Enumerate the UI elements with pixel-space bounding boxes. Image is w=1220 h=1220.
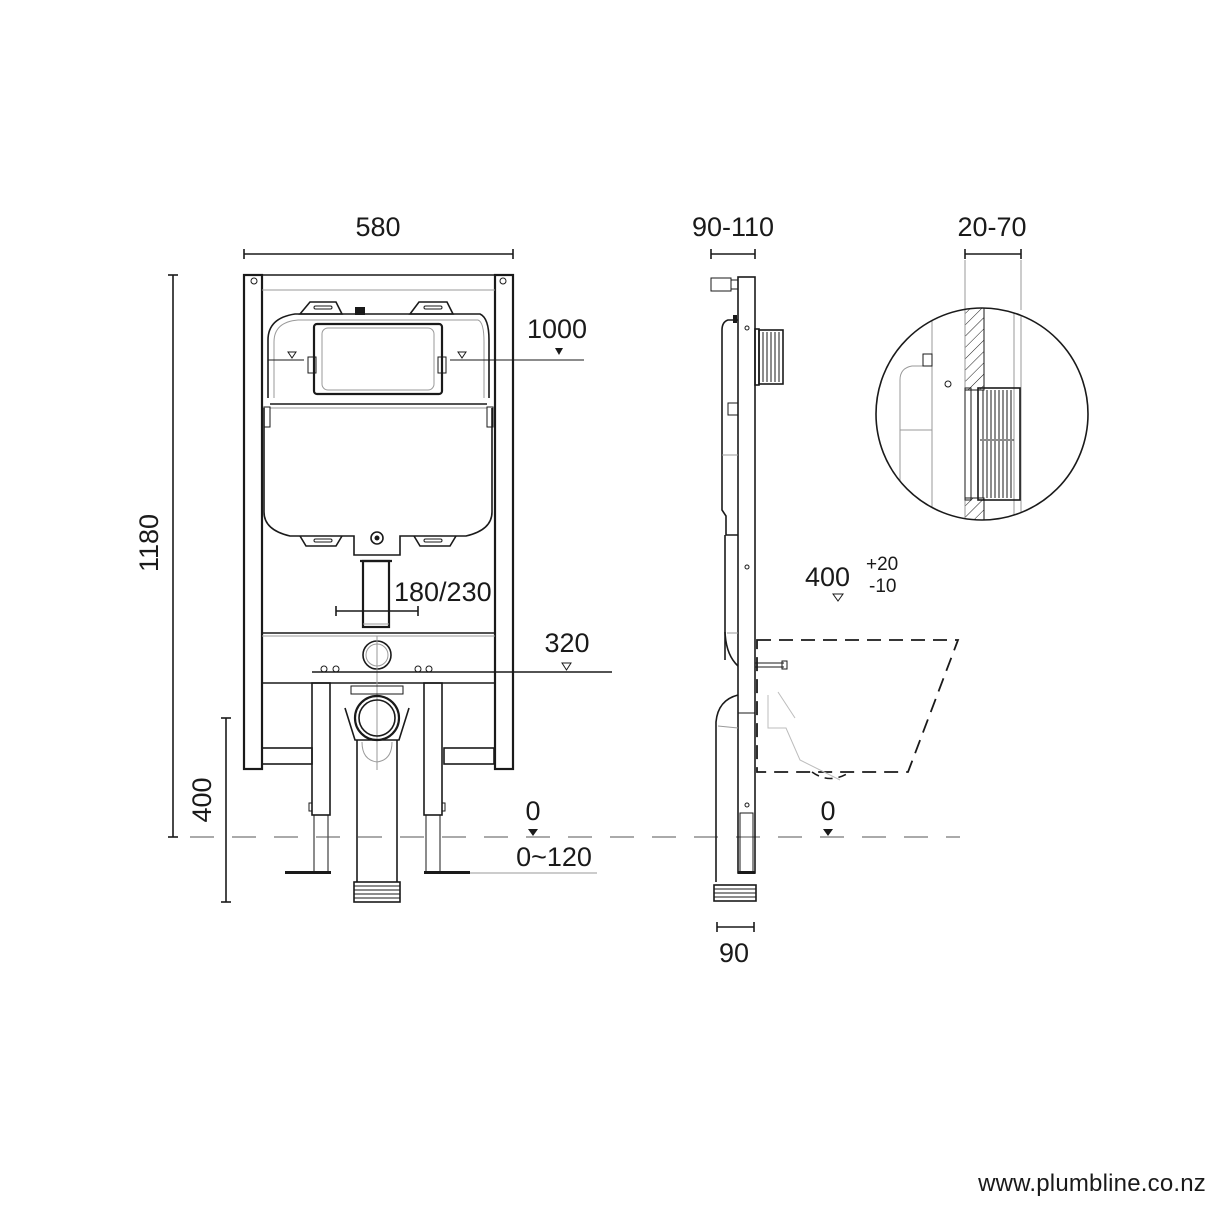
flush-plate-opening — [312, 322, 444, 396]
pan-height-dimension: 400 — [187, 717, 231, 903]
height-label: 1180 — [134, 514, 164, 572]
depth-label: 90-110 — [692, 212, 774, 242]
wall-thickness-label: 20-70 — [957, 212, 1026, 242]
width-label: 580 — [355, 212, 400, 242]
front-view: 580 1180 400 — [134, 212, 612, 903]
outlet-thread — [353, 881, 401, 903]
floor-marker-side: 0 — [820, 796, 836, 836]
detail-circle — [875, 307, 1089, 521]
detail-view: 20-70 — [875, 212, 1089, 521]
side-view: 90-110 — [692, 212, 960, 968]
frame-upright-left — [242, 273, 264, 771]
leg-adjust-label: 0~120 — [516, 842, 592, 872]
pan-height-label-side: 400 — [805, 562, 850, 592]
outlet-range-dimension: 180/230 — [335, 577, 492, 616]
pan-height-label: 400 — [187, 777, 217, 822]
flush-pipe — [361, 559, 391, 629]
width-dimension: 580 — [243, 212, 514, 259]
outlet-width-label: 90 — [719, 938, 749, 968]
height-dimension: 1180 — [134, 274, 178, 838]
flush-connector-thread — [762, 332, 780, 382]
inlet-height-marker: 320 — [312, 628, 612, 673]
pan-tolerance-minus: -10 — [869, 576, 896, 597]
outlet-width-dimension: 90 — [716, 922, 755, 968]
side-outlet-thread — [713, 884, 757, 902]
website-url: www.plumbline.co.nz — [978, 1170, 1206, 1197]
inlet-height-label: 320 — [544, 628, 589, 658]
pan-outline — [756, 639, 960, 773]
wall-thickness-dimension: 20-70 — [957, 212, 1027, 310]
flush-height-label: 1000 — [527, 314, 587, 344]
pan-tolerance-plus: +20 — [866, 554, 898, 575]
outlet-range-label: 180/230 — [394, 577, 492, 607]
frame-upright-right — [493, 273, 515, 771]
floor-label-side: 0 — [820, 796, 835, 826]
pan-height-marker-side: 400 +20 -10 — [805, 554, 898, 602]
detail-connector — [977, 387, 1021, 501]
floor-label-front: 0 — [525, 796, 540, 826]
depth-dimension: 90-110 — [692, 212, 774, 259]
floor-marker-front: 0 0~120 — [470, 796, 597, 874]
flush-height-marker: 1000 — [268, 314, 587, 361]
